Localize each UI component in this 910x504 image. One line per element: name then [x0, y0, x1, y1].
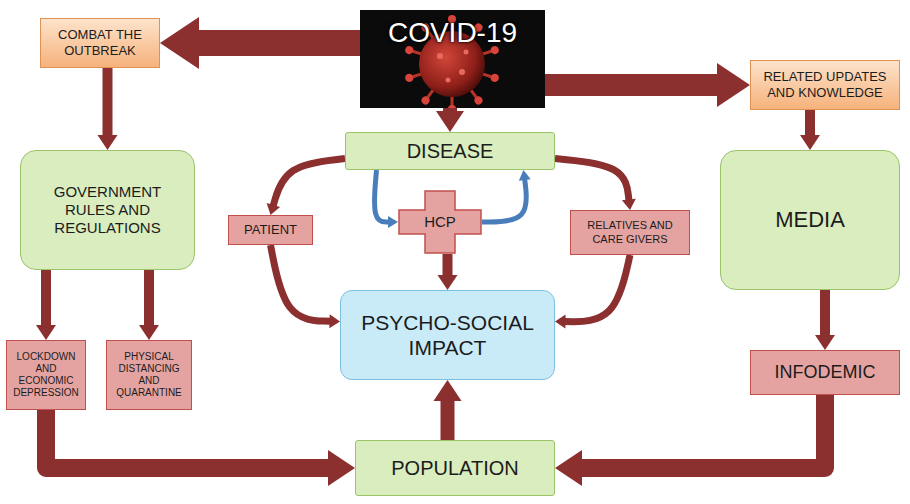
arrowhead	[329, 314, 340, 328]
virus-dot	[459, 69, 465, 75]
connector-line	[805, 110, 815, 137]
process-box: INFODEMIC	[750, 350, 900, 395]
arrowhead	[519, 170, 531, 181]
arrowhead	[815, 335, 835, 350]
node-text: COMBAT THE OUTBREAK	[49, 27, 151, 58]
arrowhead	[160, 17, 199, 69]
node-text: PATIENT	[244, 222, 297, 238]
arrow-connector	[555, 395, 825, 486]
group-box: PATIENT	[228, 215, 313, 245]
connector-line	[375, 170, 389, 222]
connector-line	[144, 270, 154, 327]
cross-shape: HCP	[398, 190, 482, 254]
connector-line	[545, 74, 720, 96]
cross-shape-fill	[399, 191, 481, 253]
node-text: POPULATION	[391, 456, 518, 480]
connector-line	[820, 290, 830, 337]
virus-spike	[448, 96, 456, 113]
process-box: DISEASE	[345, 132, 555, 170]
process-box: POPULATION	[355, 440, 555, 496]
connector-line	[271, 245, 331, 321]
process-box: MEDIA	[720, 150, 900, 290]
node-text: PSYCHO-SOCIAL IMPACT	[349, 310, 546, 360]
arrow-connector	[267, 159, 345, 215]
connector-line	[579, 395, 825, 468]
arrowhead	[328, 450, 355, 486]
process-box: RELATED UPDATES AND KNOWLEDGE	[750, 60, 900, 110]
connector-line	[555, 159, 629, 201]
connector-line	[41, 270, 51, 327]
arrowhead	[622, 199, 636, 210]
node-text: COVID-19	[388, 16, 517, 50]
arrowhead	[98, 135, 118, 150]
connector-line	[443, 254, 453, 277]
node-text: LOCKDOWN AND ECONOMIC DEPRESSION	[10, 351, 82, 399]
arrow-connector	[160, 17, 360, 69]
image-background	[360, 10, 545, 108]
connector-line	[441, 399, 455, 440]
node-text: MEDIA	[775, 207, 845, 233]
outcome-box: PSYCHO-SOCIAL IMPACT	[340, 290, 555, 380]
process-box: GOVERNMENT RULES AND REGULATIONS	[20, 150, 195, 270]
measure-box: LOCKDOWN AND ECONOMIC DEPRESSION	[6, 340, 86, 410]
arrowhead	[36, 325, 56, 340]
arrowhead	[438, 275, 458, 290]
arrow-connector	[271, 245, 341, 328]
group-box: RELATIVES AND CARE GIVERS	[570, 210, 690, 255]
arrow-connector	[36, 270, 56, 340]
image-box: COVID-19	[360, 10, 545, 108]
connector-line	[482, 179, 526, 222]
node-text: RELATIVES AND CARE GIVERS	[575, 219, 685, 245]
arrow-connector	[438, 254, 458, 290]
connector-line	[46, 410, 331, 468]
arrowhead	[388, 216, 398, 228]
arrow-connector	[436, 108, 464, 132]
measure-box: PHYSICAL DISTANCING AND QUARANTINE	[106, 340, 192, 410]
arrow-connector	[139, 270, 159, 340]
virus-dot	[437, 53, 443, 59]
arrow-connector	[98, 68, 118, 150]
node-text: INFODEMIC	[775, 362, 876, 384]
process-box: COMBAT THE OUTBREAK	[40, 18, 160, 68]
arrow-connector	[800, 110, 820, 150]
node-text: RELATED UPDATES AND KNOWLEDGE	[757, 69, 893, 100]
arrowhead	[555, 315, 566, 329]
arrow-connector	[815, 290, 835, 350]
arrow-connector	[555, 255, 630, 329]
arrowhead	[139, 325, 159, 340]
node-text: GOVERNMENT RULES AND REGULATIONS	[49, 183, 166, 237]
arrow-connector	[46, 410, 355, 486]
node-text: PHYSICAL DISTANCING AND QUARANTINE	[110, 351, 188, 399]
arrow-connector	[434, 380, 462, 440]
connector-line	[273, 159, 345, 206]
connector-line	[195, 30, 360, 56]
virus-dot	[464, 50, 469, 55]
arrow-connector	[375, 170, 398, 228]
arrowhead	[717, 63, 750, 107]
arrowhead	[800, 135, 820, 150]
arrowhead	[555, 450, 582, 486]
arrowhead	[267, 203, 280, 215]
arrowhead	[436, 111, 464, 132]
virus-dot	[446, 78, 451, 83]
arrow-connector	[545, 63, 750, 107]
node-text: HCP	[424, 213, 456, 231]
arrow-connector	[555, 159, 636, 210]
connector-line	[103, 68, 113, 137]
node-text: DISEASE	[407, 139, 494, 163]
arrowhead	[434, 380, 462, 401]
connector-line	[564, 255, 630, 322]
arrow-connector	[482, 170, 531, 222]
